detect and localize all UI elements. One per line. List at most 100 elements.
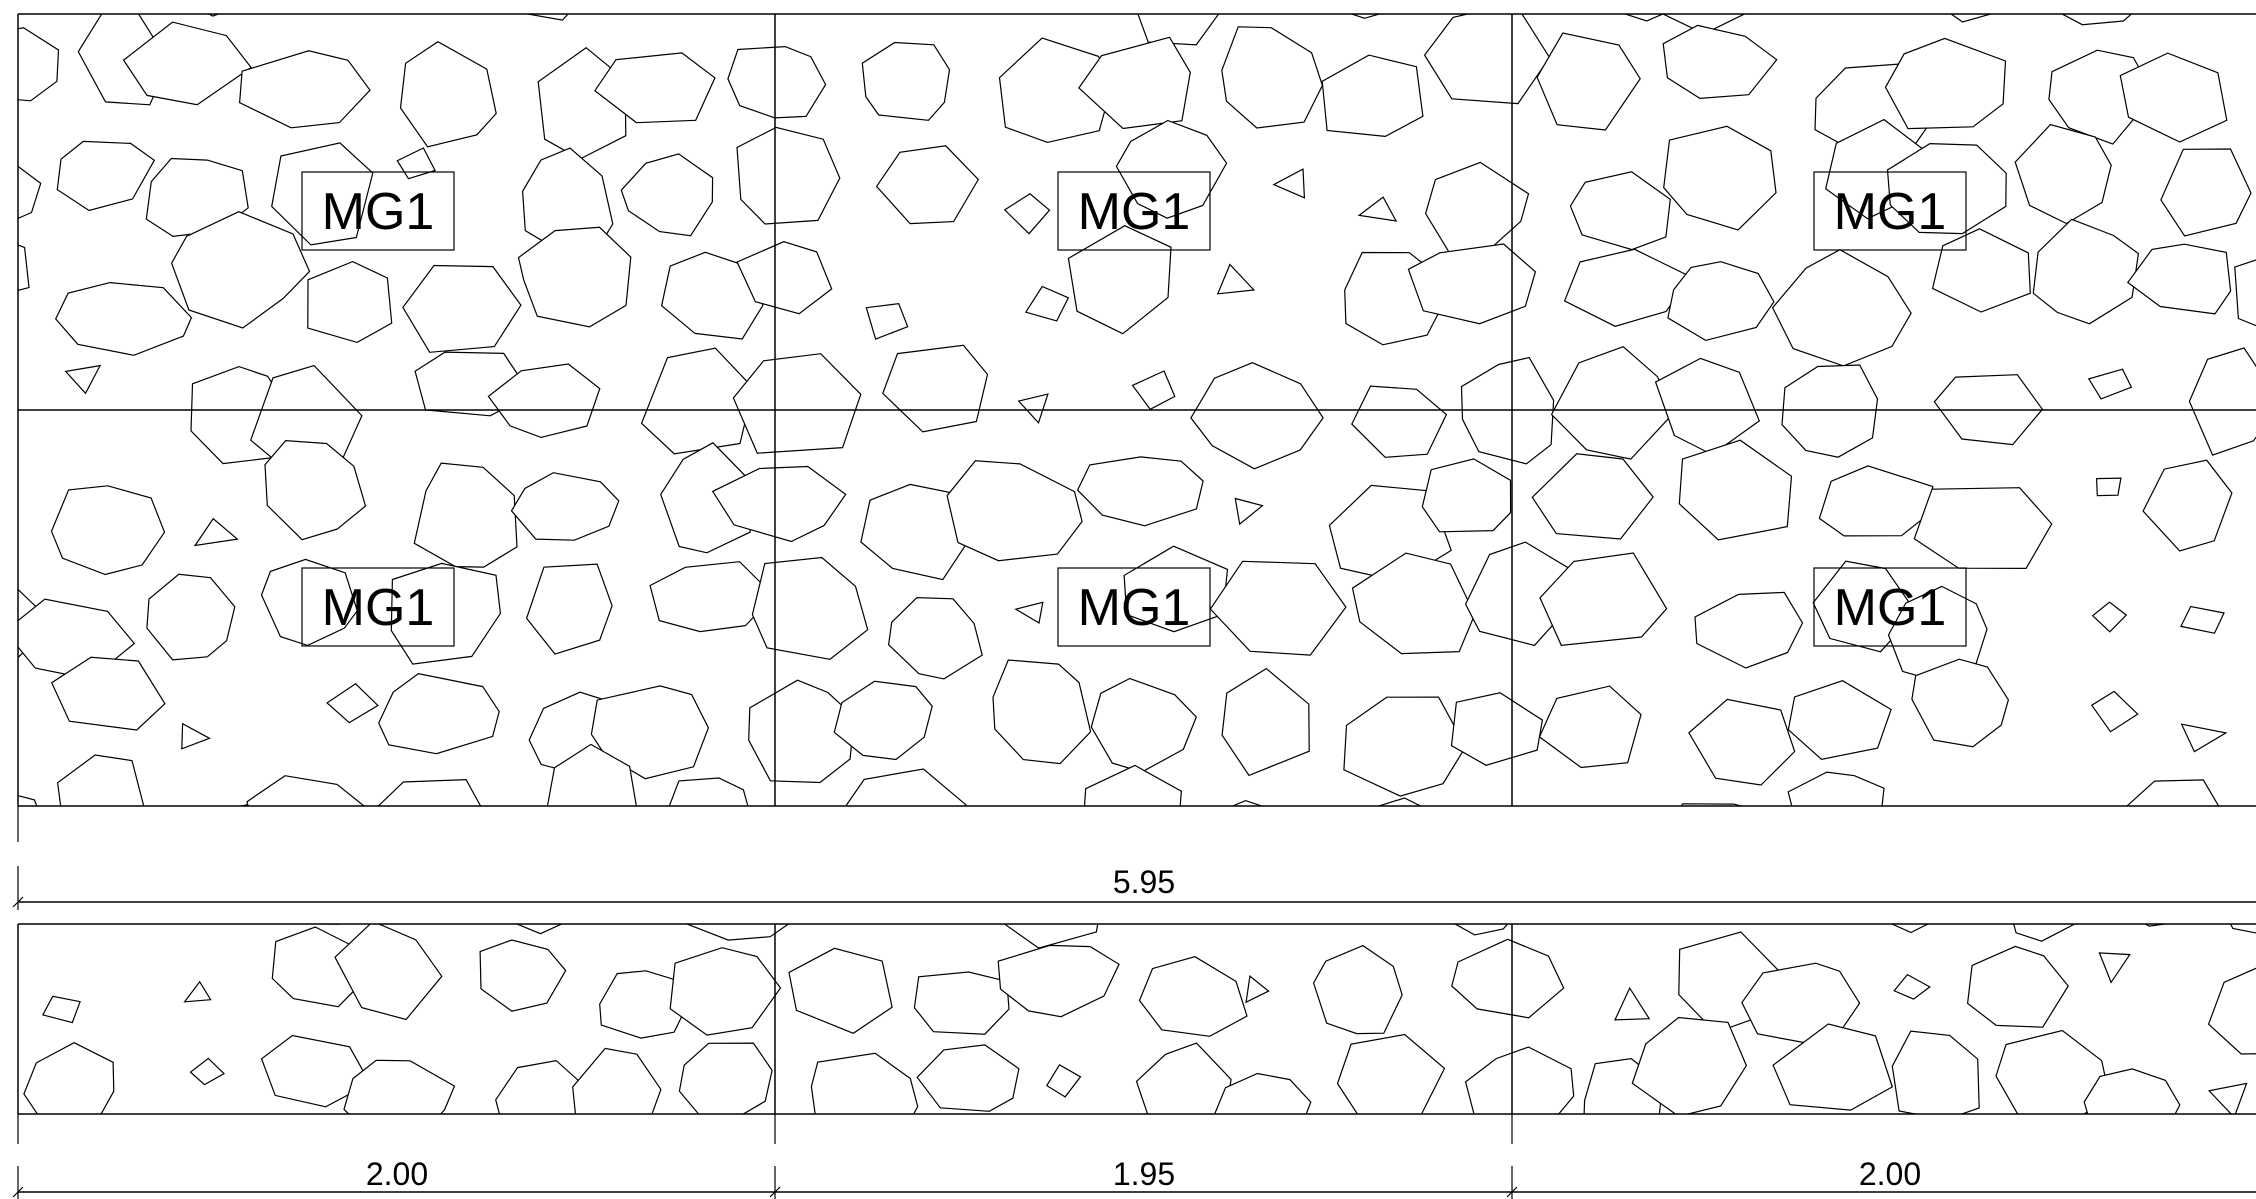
stone-outline (1003, 193, 1051, 235)
stone-outline (810, 1052, 919, 1114)
stone-outline (1614, 986, 1651, 1021)
stone-outline (2229, 924, 2256, 934)
stone-outline (183, 980, 212, 1003)
stone-outline (1067, 225, 1172, 335)
stone-outline (1221, 26, 1324, 129)
stone-outline (2090, 690, 2139, 733)
stone-outline (2014, 123, 2112, 225)
stone-outline (771, 0, 856, 11)
stone-outline (1680, 803, 1744, 806)
stone-outline (1550, 346, 1675, 460)
stone-outline (1336, 1033, 1446, 1114)
stone-outline (1531, 453, 1654, 540)
stone-outline (1350, 872, 1382, 897)
panel-tag: MG1 (1813, 567, 1967, 647)
overall-dimension: 5.95 (12, 806, 2256, 910)
stone-outline (1214, 1072, 1312, 1114)
stone-outline (946, 460, 1083, 562)
stone-outline (2091, 601, 2128, 633)
elevation-frame (17, 13, 2256, 807)
stone-outline (50, 656, 166, 731)
stone-outline (1787, 680, 1892, 760)
stone-outline (820, 827, 909, 905)
stone-outline (1045, 1063, 1082, 1098)
stone-outline (1001, 838, 1026, 861)
stone-outline (2087, 368, 2133, 400)
stone-outline (1407, 243, 1537, 325)
stone-outline (18, 27, 60, 102)
stone-outline (1453, 924, 1509, 936)
stone-outline (1321, 54, 1424, 138)
stone-outline (50, 485, 166, 576)
stone-outline (2095, 477, 2122, 497)
stone-hatch-section (0, 827, 2256, 1114)
stone-outline (1678, 439, 1793, 541)
stone-outline (1078, 36, 1191, 130)
stone-outline (2083, 1068, 2181, 1114)
stone-outline (64, 364, 102, 395)
stone-outline (1245, 974, 1270, 1004)
stone-outline (2160, 148, 2252, 237)
stone-outline (1688, 698, 1796, 786)
stone-outline (1272, 168, 1306, 199)
stone-outline (1948, 844, 1972, 864)
panel-tag-label: MG1 (1078, 579, 1191, 637)
stone-outline (2126, 779, 2220, 806)
stone-outline (377, 778, 482, 806)
segment-dimension-label: 2.00 (1859, 1156, 1921, 1192)
stone-outline (1231, 0, 1347, 6)
stone-outline (1913, 487, 2053, 570)
stone-outline (1488, 808, 1523, 844)
stone-outline (992, 659, 1092, 765)
stone-outline (1424, 161, 1530, 257)
stone-outline (1357, 196, 1398, 222)
stone-outline (865, 303, 909, 340)
stone-outline (1464, 1046, 1575, 1114)
stone-outline (1569, 171, 1671, 251)
stone-outline (1231, 799, 1264, 806)
stone-outline (1771, 249, 1912, 367)
stone-outline (517, 226, 632, 328)
stone-outline (2013, 924, 2076, 942)
stone-outline (170, 211, 311, 329)
stone-outline (524, 14, 569, 21)
stone-outline (0, 942, 9, 1014)
panel-tag: MG1 (301, 567, 455, 647)
stone-outline (2143, 924, 2170, 927)
stone-outline (1221, 667, 1310, 777)
stone-outline (1741, 962, 1861, 1045)
stone-outline (1893, 973, 1931, 1000)
stone-outline (2245, 788, 2256, 892)
stone-outline (620, 153, 714, 237)
panel-tag: MG1 (301, 171, 455, 251)
stone-outline (0, 843, 42, 936)
stone-outline (711, 465, 847, 543)
stone-outline (1137, 14, 1220, 46)
stone-outline (525, 563, 613, 655)
stone-hatch-elevation (18, 0, 2256, 892)
stone-outline (1076, 456, 1204, 527)
stone-outline (997, 944, 1120, 1018)
stone-outline (42, 995, 81, 1024)
stone-outline (2234, 259, 2256, 327)
segment-dimensions: 2.00 1.95 2.00 (12, 1114, 2256, 1199)
stone-outline (913, 871, 941, 891)
stone-outline (1135, 1042, 1232, 1114)
overall-dimension-label: 5.95 (1113, 864, 1175, 900)
stone-outline (1423, 14, 1551, 105)
stone-outline (402, 264, 522, 353)
stone-outline (1216, 263, 1256, 295)
stone-outline (594, 52, 716, 124)
segment-dimension-label: 2.00 (366, 1156, 428, 1192)
stone-outline (2180, 723, 2228, 753)
panel-tag: MG1 (1057, 567, 1211, 647)
panel-tag-label: MG1 (1834, 579, 1947, 637)
stone-outline (751, 556, 869, 660)
stone-outline (2180, 605, 2225, 634)
stone-outline (1376, 797, 1422, 806)
stone-outline (1667, 261, 1775, 342)
stone-outline (1539, 552, 1668, 646)
stone-outline (736, 241, 833, 315)
stone-outline (1312, 944, 1403, 1035)
stone-outline (239, 800, 268, 806)
